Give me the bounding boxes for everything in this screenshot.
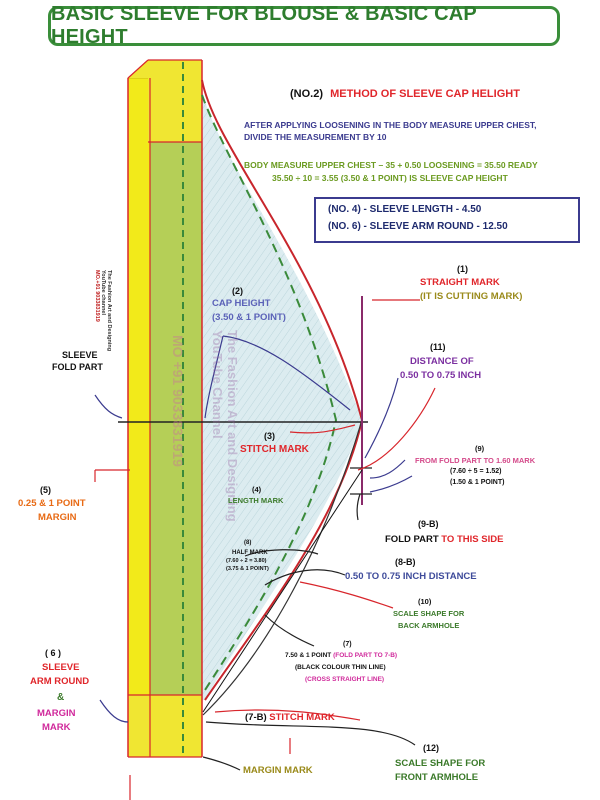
label-12-b: FRONT ARMHOLE xyxy=(395,772,479,783)
label-9-a: FROM FOLD PART TO 1.60 MARK xyxy=(415,456,536,465)
label-11-b: 0.50 TO 0.75 INCH xyxy=(400,370,482,381)
label-5-b: MARGIN xyxy=(38,512,77,523)
label-8b-num: (8-B) xyxy=(395,557,416,567)
label-7b-num: (7-B) xyxy=(245,712,267,723)
big-watermark: The Fashion Art and Designing YouTube Ch… xyxy=(210,330,240,630)
method-num: (NO.2) xyxy=(290,88,323,100)
strip-watermark: The Fashion Art and Designing YouTube ch… xyxy=(94,270,112,490)
calc-line-2: 35.50 ÷ 10 = 3.55 (3.50 & 1 POINT) IS SL… xyxy=(272,173,508,183)
label-4-num: (4) xyxy=(252,485,262,494)
label-1-b: (IT IS CUTTING MARK) xyxy=(420,291,523,302)
label-9-b: (7.60 ÷ 5 = 1.52) xyxy=(450,468,502,475)
label-8b-a: 0.50 TO 0.75 INCH DISTANCE xyxy=(345,571,477,582)
sleeve-body xyxy=(200,80,362,700)
margin-strip xyxy=(148,72,202,702)
label-11-a: DISTANCE OF xyxy=(410,356,474,367)
label-7-c: (BLACK COLOUR THIN LINE) xyxy=(295,664,386,671)
title-box: BASIC SLEEVE FOR BLOUSE & BASIC CAP HEIG… xyxy=(48,3,560,48)
label-8-b: (7.60 ÷ 2 = 3.80) xyxy=(226,558,267,564)
label-7-fold: (FOLD PART TO 7-B) xyxy=(333,652,398,659)
method-line-1: AFTER APPLYING LOOSENING IN THE BODY MEA… xyxy=(244,120,537,130)
label-10-num: (10) xyxy=(418,597,432,606)
label-8-a: HALF MARK xyxy=(232,550,268,556)
label-6-d: MARGIN xyxy=(37,708,76,719)
label-12-a: SCALE SHAPE FOR xyxy=(395,758,486,769)
margin-mark-label: MARGIN MARK xyxy=(243,765,313,776)
label-9-c: (1.50 & 1 POINT) xyxy=(450,479,505,486)
label-6-c: & xyxy=(57,692,65,703)
fold-label-b: FOLD PART xyxy=(52,362,103,372)
label-7b-a: STITCH MARK xyxy=(269,712,335,723)
calc-line-1: BODY MEASURE UPPER CHEST – 35 + 0.50 LOO… xyxy=(244,160,538,170)
strip-line-1: The Fashion Art and Designing xyxy=(106,270,112,352)
label-3-num: (3) xyxy=(264,431,275,441)
big-watermark-1: The Fashion Art and Designing xyxy=(225,330,240,522)
label-10-a: SCALE SHAPE FOR xyxy=(393,609,465,618)
label-6-num: ( 6 ) xyxy=(45,648,62,658)
label-8-num: (8) xyxy=(244,540,252,546)
label-2-a: CAP HEIGHT xyxy=(212,298,271,309)
label-7b: (7-B) STITCH MARK xyxy=(245,712,335,723)
label-9b-side: TO THIS SIDE xyxy=(441,534,504,545)
label-9b-a: FOLD PART TO THIS SIDE xyxy=(385,534,503,545)
method-line-2: DIVIDE THE MEASUREMENT BY 10 xyxy=(244,132,387,142)
stitch-curve xyxy=(201,94,338,691)
label-9b-num: (9-B) xyxy=(418,519,439,529)
label-7-d: (CROSS STRAIGHT LINE) xyxy=(305,676,385,683)
label-1-a: STRAIGHT MARK xyxy=(420,277,500,288)
label-10-b: BACK ARMHOLE xyxy=(398,621,460,630)
label-4-a: LENGTH MARK xyxy=(228,496,284,505)
label-6-b: ARM ROUND xyxy=(30,676,90,687)
label-8-c: (3.75 & 1 POINT) xyxy=(226,566,269,572)
label-9-num: (9) xyxy=(475,444,485,453)
label-7-a: 7.50 & 1 POINT (FOLD PART TO 7-B) xyxy=(285,652,397,660)
fold-strip xyxy=(127,77,151,703)
label-9b-fold: FOLD PART xyxy=(385,534,439,545)
strip-line-2: YouTube channel xyxy=(100,270,106,316)
back-armhole-curve xyxy=(202,419,363,716)
big-watermark-2: YouTube Channel xyxy=(210,330,225,439)
info-box: (NO. 4) - SLEEVE LENGTH - 4.50 (NO. 6) -… xyxy=(314,197,580,243)
bottom-band xyxy=(128,695,202,757)
method-title: METHOD OF SLEEVE CAP HELIGHT xyxy=(330,88,520,100)
label-5-a: 0.25 & 1 POINT xyxy=(18,498,86,509)
method-heading: (NO.2) METHOD OF SLEEVE CAP HELIGHT xyxy=(290,88,520,101)
label-2-num: (2) xyxy=(232,286,243,296)
info-line-2: (NO. 6) - SLEEVE ARM ROUND - 12.50 xyxy=(328,221,508,232)
big-watermark-phone: MO +91 9033831919 xyxy=(170,335,186,467)
label-1-num: (1) xyxy=(457,264,468,274)
label-7-num: (7) xyxy=(343,641,352,648)
label-11-num: (11) xyxy=(430,342,446,352)
cross-straight-line xyxy=(202,469,363,713)
fold-label-a: SLEEVE xyxy=(62,350,98,360)
label-5-num: (5) xyxy=(40,485,51,495)
label-12-num: (12) xyxy=(423,743,440,753)
label-6-a: SLEEVE xyxy=(42,662,80,673)
label-6-e: MARK xyxy=(42,722,71,733)
label-2-b: (3.50 & 1 POINT) xyxy=(212,312,286,323)
label-3-a: STITCH MARK xyxy=(240,444,309,455)
info-line-1: (NO. 4) - SLEEVE LENGTH - 4.50 xyxy=(328,204,482,215)
label-7-val: 7.50 & 1 POINT xyxy=(285,652,332,659)
strip-line-3: MO.+91 9033831919 xyxy=(94,270,100,322)
page-title: BASIC SLEEVE FOR BLOUSE & BASIC CAP HEIG… xyxy=(51,3,477,48)
